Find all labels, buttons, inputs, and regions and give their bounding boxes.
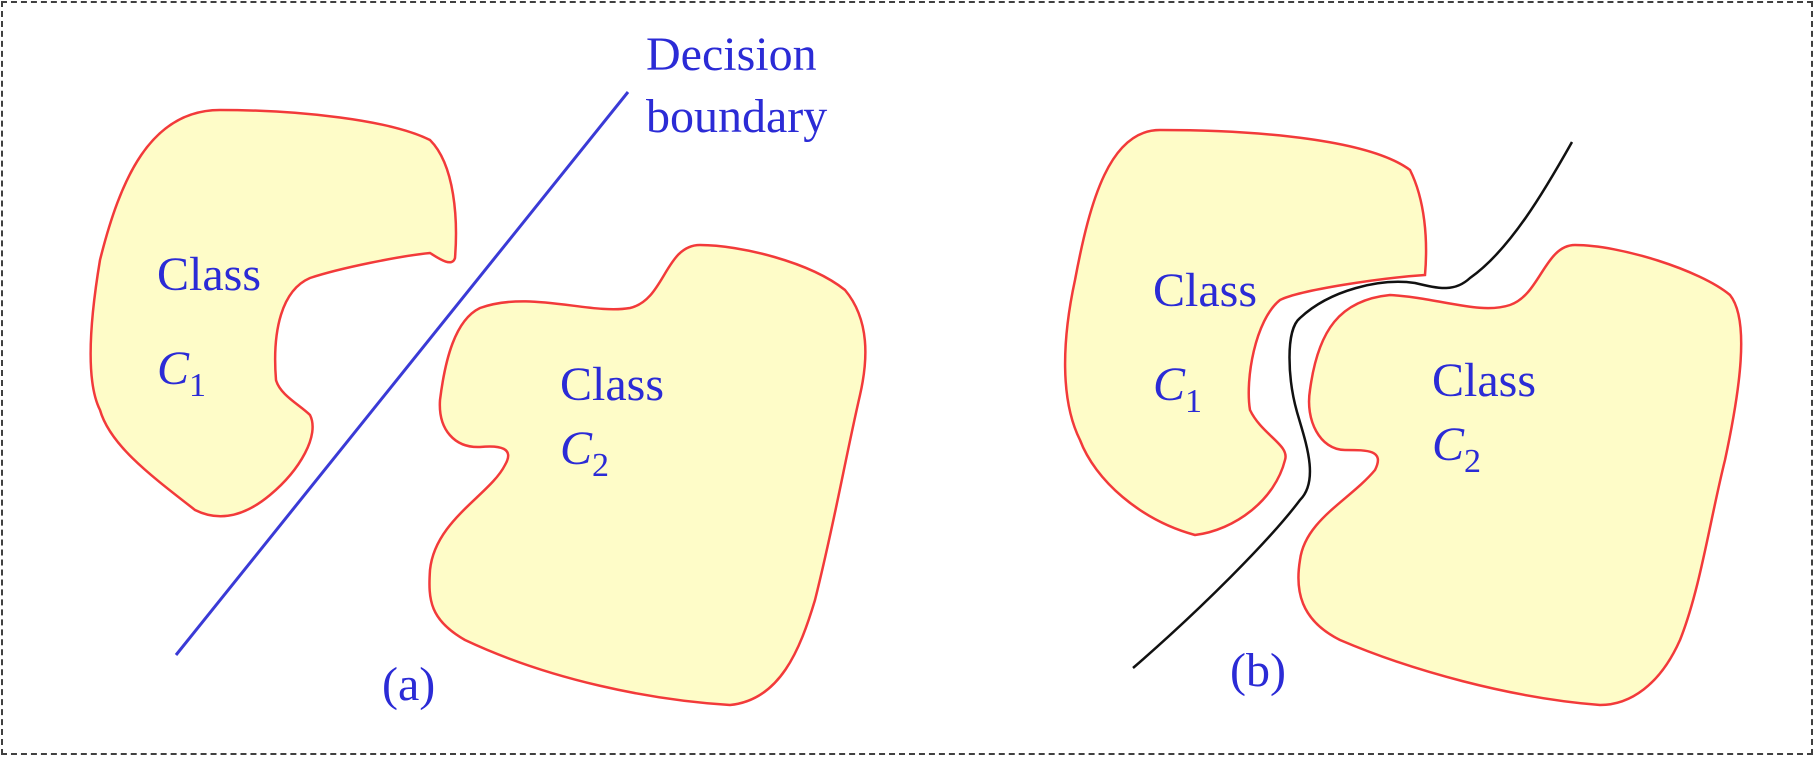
decision-boundary-label-line2: boundary [646, 90, 827, 143]
class-c1-word: Class [1153, 264, 1257, 317]
panel-a: Class C1 Class C2 (a) [89, 91, 867, 711]
class-c2-word: Class [1432, 354, 1536, 407]
panel-b-caption: (b) [1230, 644, 1286, 697]
linear-decision-boundary [174, 91, 630, 656]
class-c2-symbol: C2 [1432, 418, 1481, 480]
panel-b: Class C1 Class C2 (b) [1063, 128, 1743, 707]
class-c1-word: Class [157, 248, 261, 301]
panel-a-caption: (a) [382, 658, 435, 711]
class-c2-region [428, 243, 867, 707]
nonlinear-decision-boundary [1132, 141, 1574, 669]
class-c2-symbol: C2 [560, 422, 609, 484]
decision-boundary-label-line1: Decision [646, 28, 817, 81]
class-c2-word: Class [560, 358, 664, 411]
class-c1-region [89, 108, 458, 518]
class-c1-symbol: C1 [157, 342, 206, 404]
class-c1-region [1063, 128, 1428, 537]
class-c1-symbol: C1 [1153, 358, 1202, 420]
class-c2-region [1297, 243, 1743, 707]
